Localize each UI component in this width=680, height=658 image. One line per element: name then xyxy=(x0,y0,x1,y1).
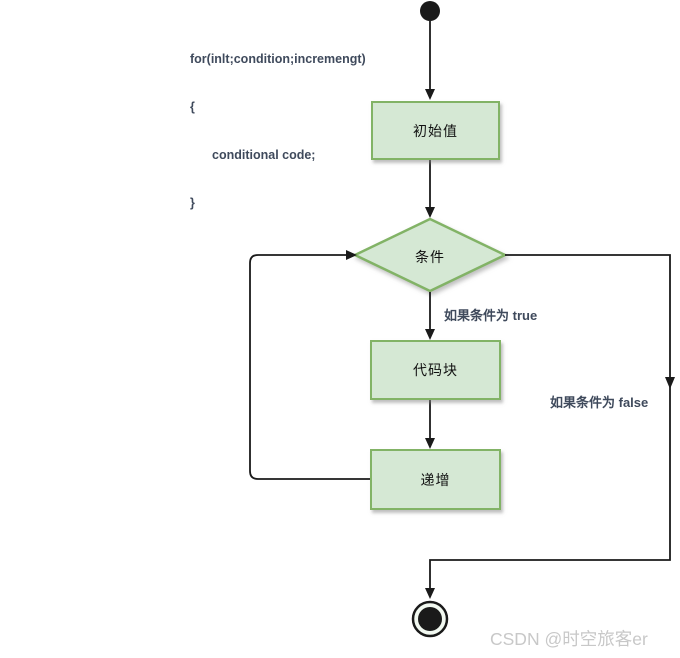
arrowhead-end xyxy=(425,588,435,599)
edge-false-branch xyxy=(429,254,671,590)
code-line: { xyxy=(190,100,195,114)
code-block-node-label: 代码块 xyxy=(413,362,458,378)
code-line: } xyxy=(190,196,195,210)
true-edge-label: 如果条件为 true xyxy=(444,308,538,323)
increment-node: 递增 xyxy=(370,449,501,510)
increment-node-label: 递增 xyxy=(420,471,451,488)
arrowhead-init xyxy=(425,89,435,100)
init-node: 初始值 xyxy=(371,101,500,160)
watermark: CSDN @时空旅客er xyxy=(490,629,648,649)
arrowhead-condition-left xyxy=(346,250,357,260)
condition-node-label: 条件 xyxy=(415,249,445,265)
code-line: conditional code; xyxy=(212,148,316,162)
arrowhead-increment xyxy=(425,438,435,449)
code-line: for(inlt;condition;incremengt) xyxy=(190,52,366,66)
start-node xyxy=(420,1,440,21)
code-block-node: 代码块 xyxy=(370,340,501,400)
condition-diamond xyxy=(352,217,508,293)
arrowhead-condition-top xyxy=(425,207,435,218)
false-edge-label: 如果条件为 false xyxy=(550,395,649,410)
end-node xyxy=(418,607,442,631)
init-node-label: 初始值 xyxy=(413,122,458,139)
arrowhead-false-mid xyxy=(665,377,675,389)
arrowhead-code-block xyxy=(425,329,435,340)
code-annotation: for(inlt;condition;incremengt) { conditi… xyxy=(190,19,366,243)
edge-loop-back xyxy=(249,254,370,480)
